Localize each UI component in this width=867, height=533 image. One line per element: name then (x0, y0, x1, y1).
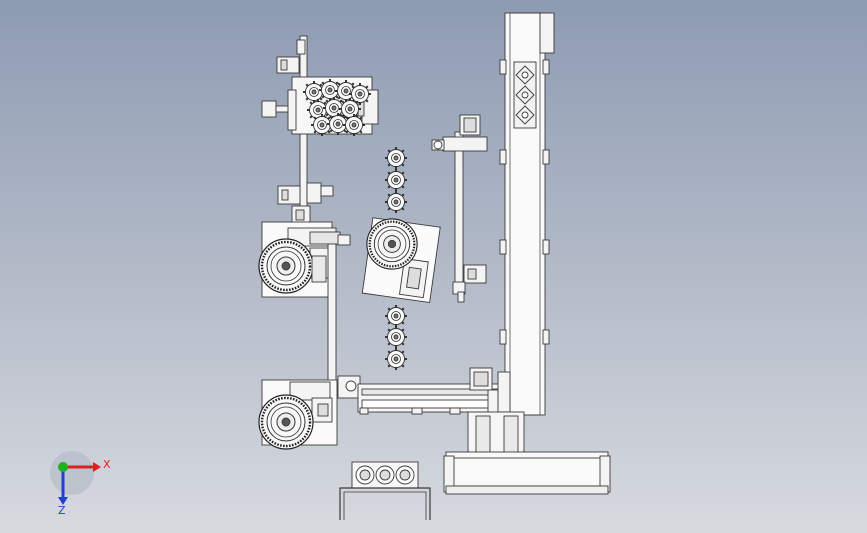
left-middle-feeder[interactable] (257, 221, 351, 415)
center-wheel[interactable] (365, 217, 419, 271)
y-axis-dot (58, 462, 68, 472)
horizontal-conveyor[interactable] (357, 367, 511, 415)
coordinate-triad: X Z (50, 451, 111, 517)
z-axis-head (58, 497, 68, 505)
x-axis-head (93, 462, 101, 472)
left-upper-feeder[interactable] (261, 35, 379, 232)
vertical-slide-unit[interactable] (431, 114, 488, 303)
left-lower-feeder[interactable] (257, 375, 361, 451)
main-column[interactable] (497, 12, 555, 416)
output-tray[interactable] (339, 461, 431, 520)
base-frame[interactable] (443, 411, 611, 495)
x-axis-label: X (103, 458, 111, 471)
z-axis-label: Z (58, 504, 66, 517)
triad-shadow (50, 451, 94, 495)
